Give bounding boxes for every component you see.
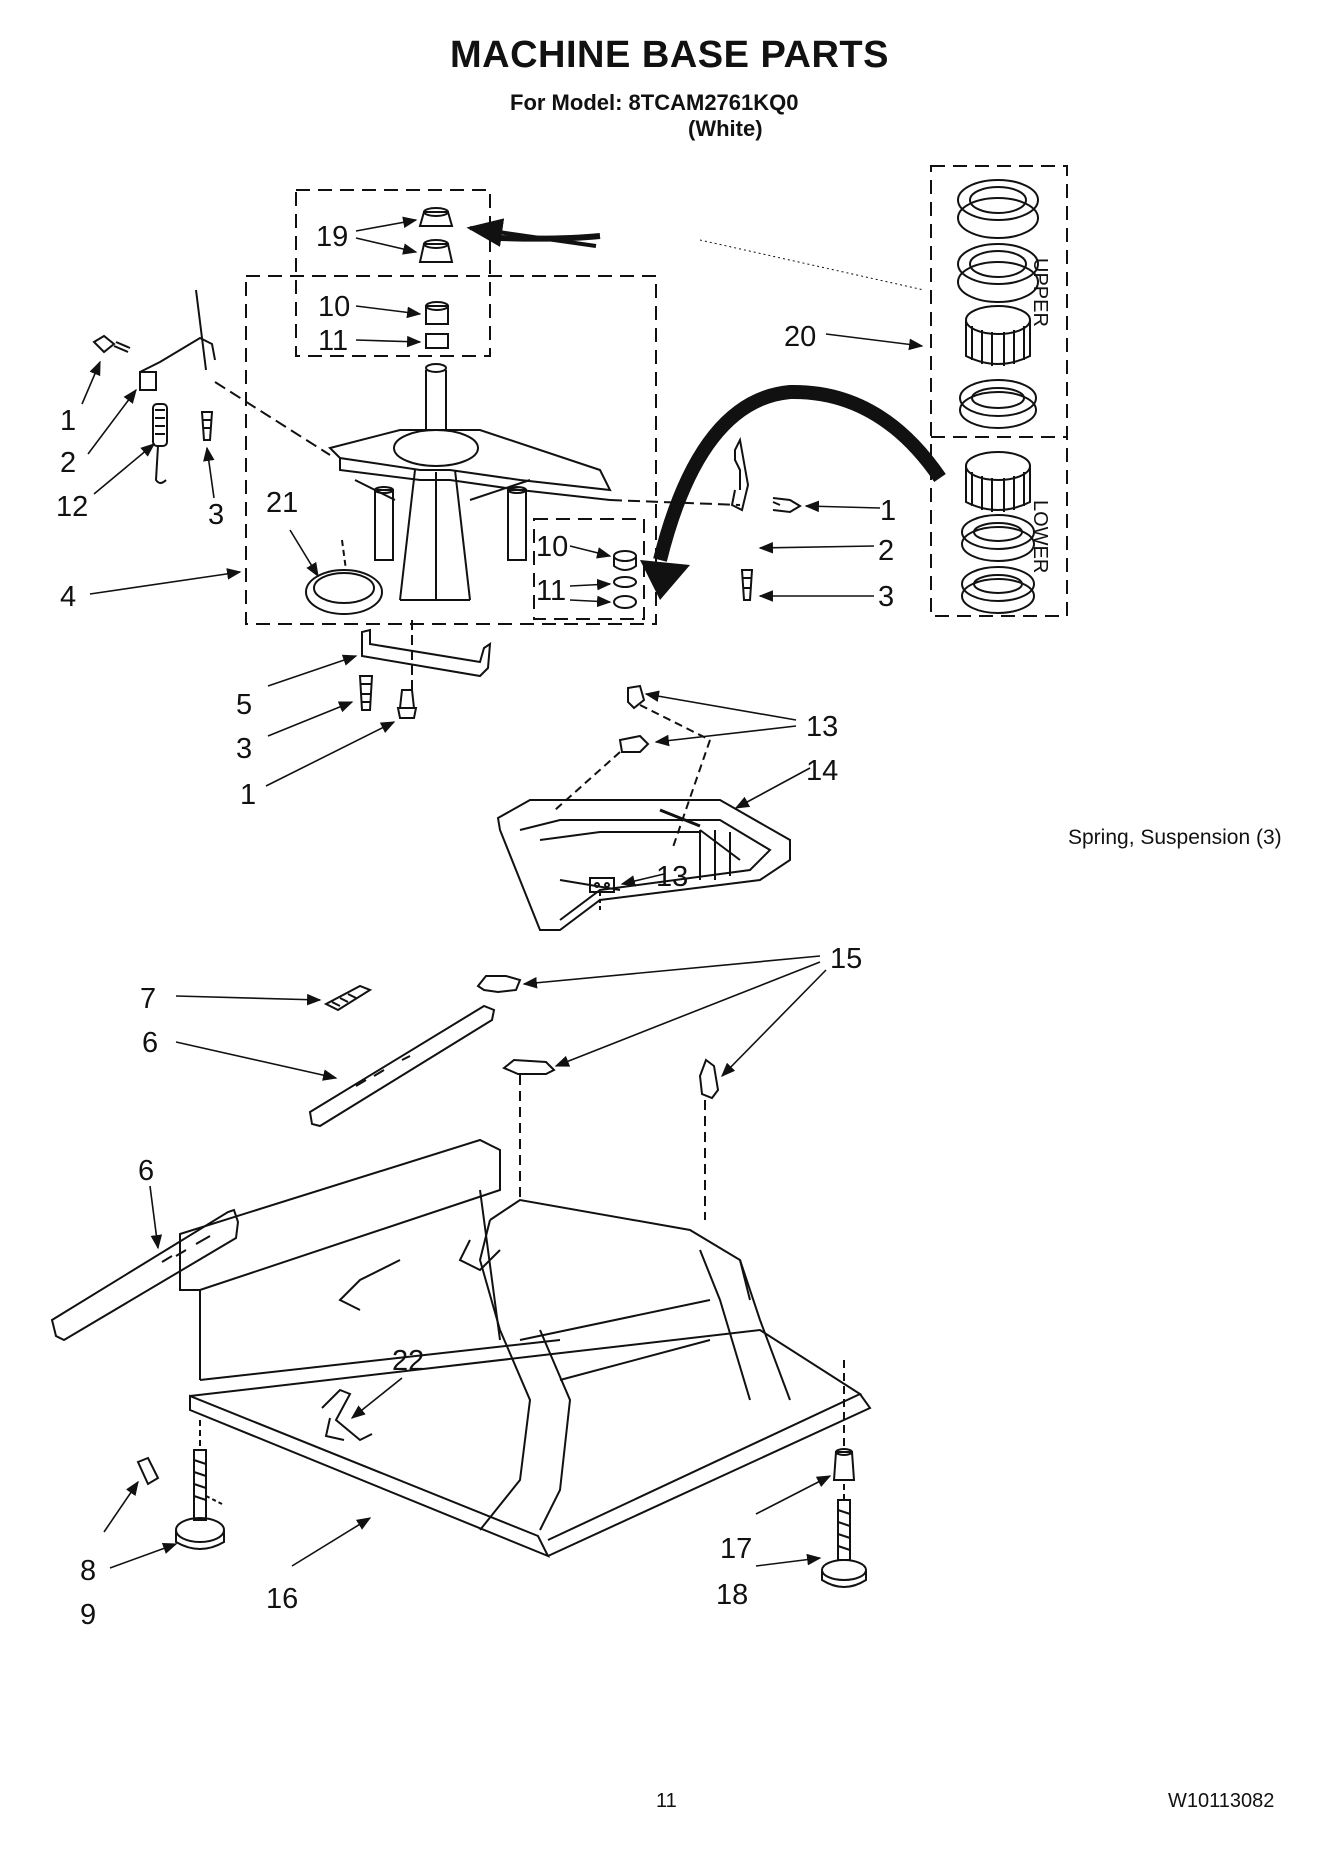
callout-20: 20 — [784, 321, 816, 353]
spring-3-left — [200, 411, 214, 441]
callout-9: 9 — [80, 1599, 96, 1631]
callout-6-upper: 6 — [142, 1027, 158, 1059]
callout-21: 21 — [266, 487, 298, 519]
lower-bearing-1 — [961, 514, 1035, 562]
washer-11-top — [425, 333, 449, 349]
spring-12 — [152, 403, 168, 484]
upper-seal-1 — [957, 179, 1039, 239]
callout-22: 22 — [392, 1345, 424, 1377]
callout-5: 5 — [236, 689, 252, 721]
callout-11-top: 11 — [318, 325, 348, 357]
group-box-19 — [295, 189, 491, 357]
group-box-4 — [245, 275, 657, 625]
bolt-1-center — [396, 689, 418, 719]
callout-8: 8 — [80, 1555, 96, 1587]
pin-8 — [136, 1456, 160, 1486]
parts-note: Spring, Suspension (3) — [1068, 826, 1282, 849]
pad-15-mid — [502, 1058, 556, 1200]
brace-6-lower — [50, 1208, 240, 1342]
callout-2-right: 2 — [878, 535, 894, 567]
callout-3-center: 3 — [236, 733, 252, 765]
mount-cap-19-top — [418, 207, 454, 227]
callout-labels: 1 2 12 3 19 10 11 20 1 2 3 10 11 21 4 5 … — [56, 221, 896, 1631]
clip-13-mid — [618, 734, 650, 753]
bracket-5 — [361, 620, 492, 690]
model-subtitle: For Model: 8TCAM2761KQ0 — [510, 90, 799, 115]
washer-11-lower — [613, 576, 637, 609]
callout-18: 18 — [716, 1579, 748, 1611]
spring-3-right — [740, 569, 754, 601]
callout-2-left: 2 — [60, 447, 76, 479]
upper-bearing — [959, 379, 1037, 429]
page-number: 11 — [656, 1790, 677, 1812]
callout-1-center: 1 — [240, 779, 256, 811]
bolt-1-right — [772, 497, 802, 514]
leg-9 — [175, 1420, 225, 1550]
upper-gear — [965, 305, 1031, 366]
upper-seal-2 — [957, 243, 1039, 303]
callout-1-left: 1 — [60, 405, 76, 437]
callout-1-right: 1 — [880, 495, 896, 527]
callout-6-lower: 6 — [138, 1155, 154, 1187]
suspension-dashline-left — [214, 381, 331, 456]
callout-10-top: 10 — [318, 291, 350, 323]
pad-15-top — [476, 975, 522, 994]
lower-gear — [965, 451, 1031, 512]
spring-3-center — [358, 675, 374, 711]
document-number: W10113082 — [1168, 1790, 1275, 1812]
bracket-2-left — [139, 289, 216, 391]
kit-label-upper: UPPER — [1029, 258, 1051, 327]
bushing-17 — [832, 1360, 856, 1481]
kit-curved-arrow — [653, 384, 946, 562]
page-title: MACHINE BASE PARTS — [450, 34, 889, 76]
callout-12: 12 — [56, 491, 88, 523]
leader-arrows — [81, 216, 924, 1569]
mount-cap-19-bottom — [418, 239, 454, 263]
callout-7: 7 — [140, 983, 156, 1015]
group-box-10-11 — [533, 518, 645, 620]
callout-15: 15 — [830, 943, 862, 975]
bracket-2-right — [730, 436, 750, 512]
callout-13-bottom: 13 — [656, 861, 688, 893]
pad-15-right — [698, 1058, 720, 1220]
callout-11-lower: 11 — [536, 575, 566, 607]
spring-7 — [323, 984, 373, 1012]
clip-13-bottom — [589, 877, 615, 910]
base-frame-16 — [179, 1138, 872, 1558]
callout-4: 4 — [60, 581, 76, 613]
bolt-1-left — [92, 334, 131, 354]
callout-17: 17 — [720, 1533, 752, 1565]
gearcase-frame — [328, 429, 612, 601]
callout-14: 14 — [806, 755, 838, 787]
ring-21 — [305, 539, 383, 615]
callout-19: 19 — [316, 221, 348, 253]
callout-3-right: 3 — [878, 581, 894, 613]
kit-leader-dotted — [699, 239, 925, 291]
callout-16: 16 — [266, 1583, 298, 1615]
lower-bearing-2 — [961, 566, 1035, 614]
tub-ring-frame-14 — [496, 799, 791, 931]
clip-22 — [321, 1388, 373, 1442]
group-box-20 — [930, 165, 1068, 617]
kit-label-lower: LOWER — [1029, 500, 1051, 573]
bushing-10-top — [425, 301, 449, 325]
callout-3-left: 3 — [208, 499, 224, 531]
callout-13-top: 13 — [806, 711, 838, 743]
leg-18 — [821, 1484, 867, 1588]
bushing-10-lower — [613, 550, 637, 571]
brace-6-upper — [308, 1004, 496, 1128]
color-subtitle: (White) — [688, 116, 763, 141]
drive-shaft — [425, 363, 447, 440]
clip-13-top — [627, 684, 646, 710]
callout-10-lower: 10 — [536, 531, 568, 563]
